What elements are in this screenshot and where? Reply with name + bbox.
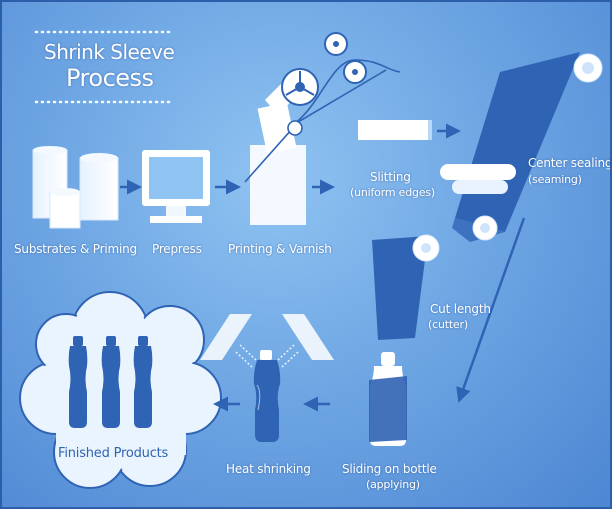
label-heat-shrinking: Heat shrinking — [226, 462, 311, 476]
label-center-sealing-note: (seaming) — [528, 173, 582, 186]
label-center-sealing: Center sealing — [528, 156, 612, 170]
label-prepress: Prepress — [152, 242, 202, 256]
flow-arrows — [120, 123, 526, 412]
slitting-strip-icon — [358, 120, 432, 140]
label-substrates: Substrates & Priming — [14, 242, 137, 256]
heat-shrinking-bottle-icon — [200, 314, 334, 442]
label-printing: Printing & Varnish — [228, 242, 332, 256]
label-cut-length-note: (cutter) — [428, 318, 468, 331]
title-line-1: Shrink Sleeve — [44, 40, 175, 64]
finished-bottles-icon — [68, 336, 153, 428]
label-slitting-note: (uniform edges) — [350, 186, 435, 199]
label-sliding: Sliding on bottle — [342, 462, 437, 476]
prepress-monitor-icon — [142, 150, 210, 223]
label-cut-length: Cut length — [430, 302, 491, 316]
arrow-sealing-to-sliding — [456, 217, 526, 403]
substrate-rolls-icon — [32, 146, 119, 229]
cut-length-ribbon-icon — [372, 234, 440, 340]
title-dotted-lines — [34, 30, 172, 104]
label-slitting: Slitting — [370, 170, 411, 184]
printing-press-icon — [244, 32, 401, 225]
center-sealing-ribbon-icon — [440, 52, 603, 242]
label-sliding-note: (applying) — [366, 478, 420, 491]
sliding-bottle-icon — [369, 352, 407, 446]
title-line-2: Process — [66, 64, 154, 92]
label-finished-products: Finished Products — [58, 446, 169, 461]
